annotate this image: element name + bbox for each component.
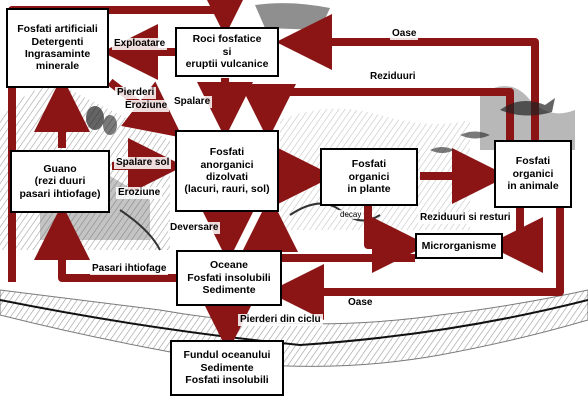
label-pasari-ihtiofage: Pasari ihtiofage bbox=[90, 263, 169, 275]
label-pierderi-ciclu: Pierderi din ciclu bbox=[238, 314, 323, 326]
label-deversare: Deversare bbox=[168, 222, 221, 234]
node-line: Fosfati bbox=[515, 155, 551, 168]
node-guano: Guano (rezi duuri pasari ihtiofage) bbox=[10, 150, 110, 213]
organism-illustrations bbox=[86, 98, 555, 153]
node-oceane: Oceane Fosfati insolubili Sedimente bbox=[176, 250, 282, 306]
node-fosfati-animale: Fosfati organici in animale bbox=[494, 140, 572, 208]
flow-arrows bbox=[8, 0, 564, 352]
label-spalare-sol: Spalare sol bbox=[114, 157, 172, 169]
node-line: organici bbox=[512, 167, 554, 180]
node-line: Fosfati bbox=[209, 146, 245, 159]
node-fosfati-plante: Fosfati organici in plante bbox=[320, 148, 418, 206]
label-reziduuri-resturi: Reziduuri si resturi bbox=[418, 212, 513, 224]
label-oase-top: Oase bbox=[390, 28, 419, 40]
label-decay: decay bbox=[338, 210, 364, 220]
node-fosfati-artificiali: Fosfati artificiali Detergenti Ingrasami… bbox=[6, 8, 109, 88]
node-line: minerale bbox=[35, 60, 80, 73]
node-line: Fosfati artificiali bbox=[17, 23, 98, 36]
node-line: si bbox=[222, 45, 232, 58]
label-reziduuri: Reziduuri bbox=[368, 71, 418, 83]
node-line: Fosfati bbox=[351, 158, 387, 171]
node-line: Fosfati insolubili bbox=[185, 374, 269, 387]
node-fosfati-anorganici: Fosfati anorganici dizolvati (lacuri, ra… bbox=[175, 130, 279, 212]
node-roci-fosfatice: Roci fosfatice si eruptii vulcanice bbox=[175, 27, 279, 77]
node-line: Microrganisme bbox=[421, 239, 497, 252]
node-line: pasari ihtiofage) bbox=[19, 187, 101, 200]
node-line: organici bbox=[348, 170, 390, 183]
label-exploatare: Exploatare bbox=[112, 38, 168, 50]
node-line: Roci fosfatice bbox=[192, 33, 262, 46]
node-line: in plante bbox=[347, 183, 391, 196]
label-eroziune: Eroziune bbox=[116, 187, 163, 199]
node-line: Sedimente bbox=[200, 361, 254, 374]
node-line: Sedimente bbox=[202, 284, 256, 297]
label-pierderi: Pierderi bbox=[115, 87, 157, 99]
node-line: (lacuri, rauri, sol) bbox=[184, 183, 270, 196]
node-line: dizolvati bbox=[205, 171, 248, 183]
label-eroziune-top: Eroziune bbox=[123, 100, 170, 112]
node-line: (rezi duuri bbox=[34, 175, 86, 188]
node-line: Fosfati insolubili bbox=[187, 271, 271, 284]
node-line: Fundul oceanului bbox=[183, 349, 271, 362]
label-oase-bottom: Oase bbox=[346, 297, 375, 309]
node-fundul-oceanului: Fundul oceanului Sedimente Fosfati insol… bbox=[170, 340, 284, 396]
node-line: Oceane bbox=[210, 259, 248, 272]
node-line: Detergenti bbox=[31, 35, 84, 48]
node-line: in animale bbox=[507, 180, 559, 193]
node-line: Guano bbox=[43, 162, 77, 175]
node-line: anorganici bbox=[200, 158, 254, 171]
label-spalare: Spalare bbox=[172, 96, 213, 108]
node-microrganisme: Microrganisme bbox=[415, 233, 503, 259]
node-line: eruptii vulcanice bbox=[185, 58, 269, 71]
node-line: Ingrasaminte bbox=[24, 48, 91, 60]
